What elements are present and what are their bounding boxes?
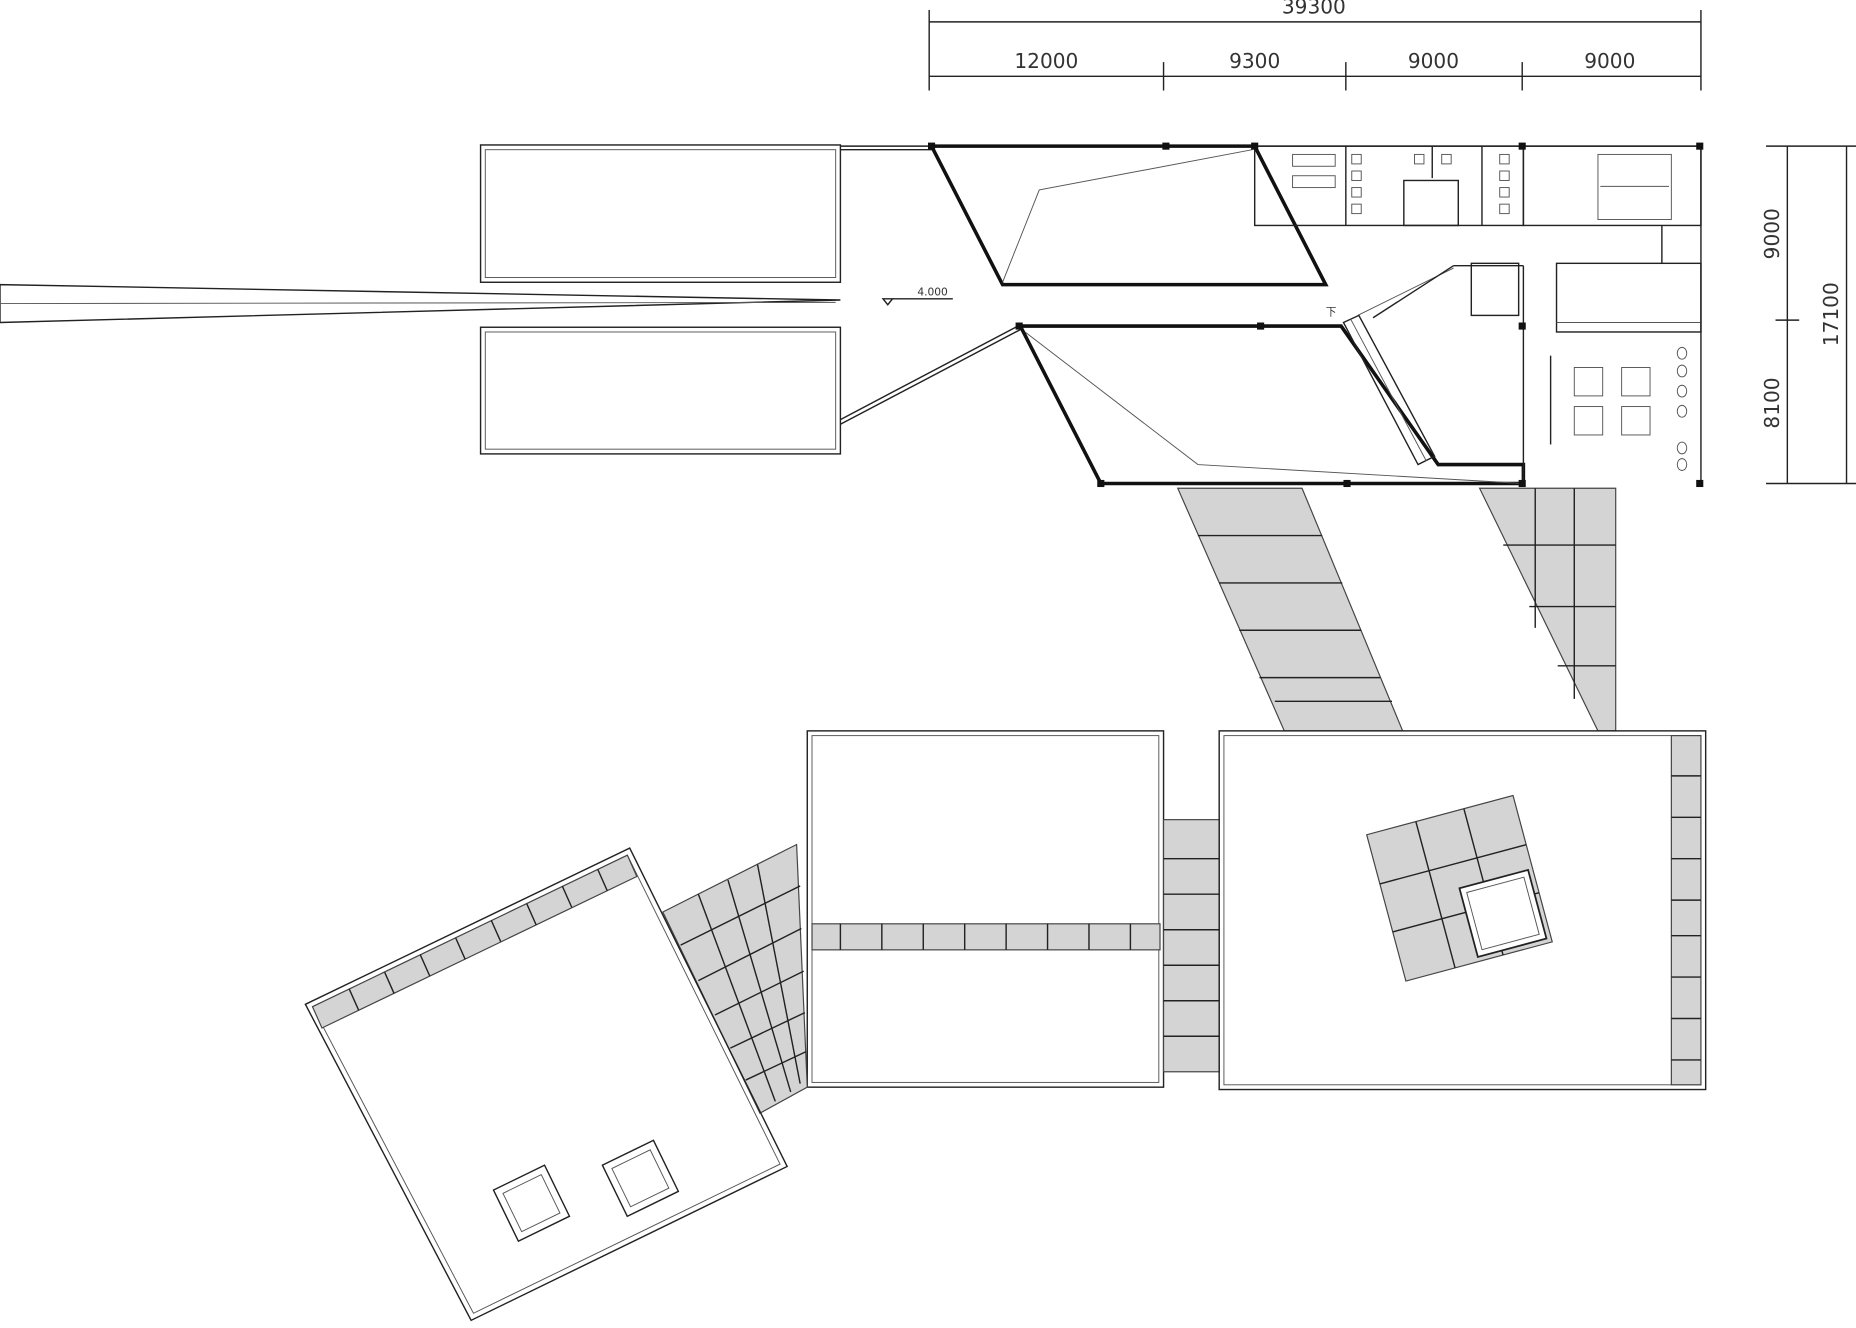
dim-bay-1: 12000	[1014, 49, 1078, 73]
block-middle	[806, 730, 1165, 1088]
stair-diagonal	[1342, 314, 1436, 466]
bridge-right	[1478, 487, 1617, 732]
level-mark: 4.000	[917, 285, 948, 298]
skylight-2	[601, 1139, 680, 1218]
west-wing	[0, 144, 842, 455]
stair-down-label: 下	[1326, 305, 1337, 318]
stair-core	[1522, 145, 1702, 264]
toilet-block	[1253, 145, 1525, 227]
dim-bay-3: 9000	[1408, 49, 1459, 73]
dim-overall-width: 39300	[1282, 0, 1346, 19]
furniture	[1573, 346, 1688, 471]
main-building: 下 4.000	[840, 142, 1704, 488]
dimension-right: 9000 8100 17100	[1760, 145, 1856, 485]
skylight-1	[492, 1164, 571, 1243]
dimension-top: 39300 12000 9300 9000 9000	[928, 0, 1702, 91]
dim-overall-depth: 17100	[1819, 282, 1843, 346]
bridge-left	[1176, 487, 1404, 732]
dim-depth-upper: 9000	[1760, 208, 1784, 259]
dim-bay-2: 9300	[1229, 49, 1280, 73]
dim-depth-lower: 8100	[1760, 377, 1784, 428]
block-east	[1218, 730, 1707, 1091]
dim-bay-4: 9000	[1584, 49, 1635, 73]
skylight	[1365, 794, 1553, 982]
level-marker-icon	[881, 298, 894, 306]
block-southwest	[304, 847, 789, 1322]
connector	[1162, 819, 1220, 1073]
